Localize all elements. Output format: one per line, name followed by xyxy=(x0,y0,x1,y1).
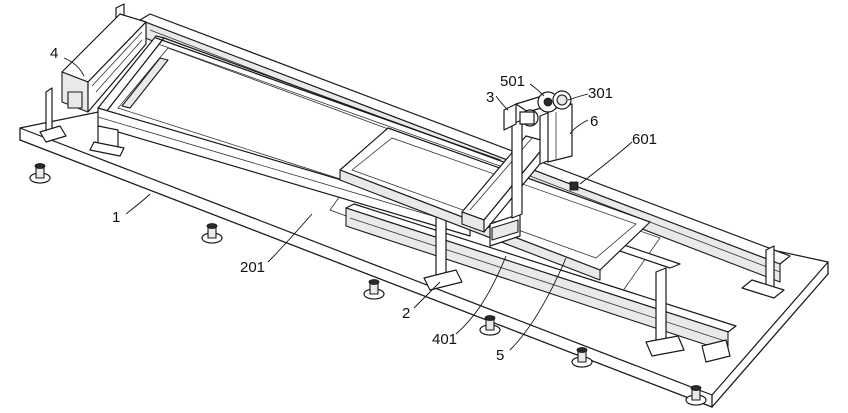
callout-1: 1 xyxy=(112,209,120,226)
callout-201: 201 xyxy=(240,259,265,276)
callout-4: 4 xyxy=(50,45,58,62)
foot xyxy=(363,279,385,300)
callout-301: 301 xyxy=(588,85,613,102)
gantry xyxy=(461,103,579,247)
callout-labels: 1 2 201 3 301 4 401 5 501 6 601 xyxy=(50,45,657,364)
callout-2: 2 xyxy=(402,305,410,322)
callout-601: 601 xyxy=(632,131,657,148)
leveling-feet xyxy=(29,163,707,406)
callout-401: 401 xyxy=(432,331,457,348)
foot xyxy=(29,163,51,184)
callout-6: 6 xyxy=(590,113,598,130)
callout-501: 501 xyxy=(500,73,525,90)
foot xyxy=(685,385,707,406)
foot xyxy=(201,223,223,244)
motor-assembly xyxy=(503,90,572,131)
foot xyxy=(479,315,501,336)
leader-lines xyxy=(63,57,633,351)
callout-5: 5 xyxy=(496,347,504,364)
callout-3: 3 xyxy=(486,89,494,106)
foot xyxy=(571,347,593,368)
